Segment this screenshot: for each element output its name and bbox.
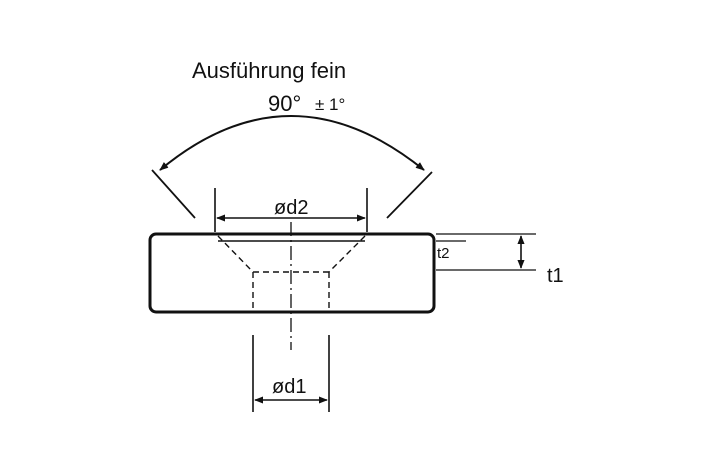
d1-label: ød1 <box>272 376 306 398</box>
d2-label: ød2 <box>274 197 308 219</box>
t2-label: t2 <box>437 245 450 262</box>
angle-tolerance-label: ± 1° <box>315 95 345 114</box>
title-label: Ausführung fein <box>192 58 346 83</box>
angle-extension-right <box>386 171 433 219</box>
countersink-hidden-left <box>217 235 254 273</box>
t1-label: t1 <box>547 265 564 287</box>
angle-value-label: 90° <box>268 91 301 116</box>
countersink-hidden-right <box>328 235 366 273</box>
angle-extension-left <box>151 169 196 219</box>
angle-arc <box>159 115 425 171</box>
magnet-body <box>148 232 436 314</box>
